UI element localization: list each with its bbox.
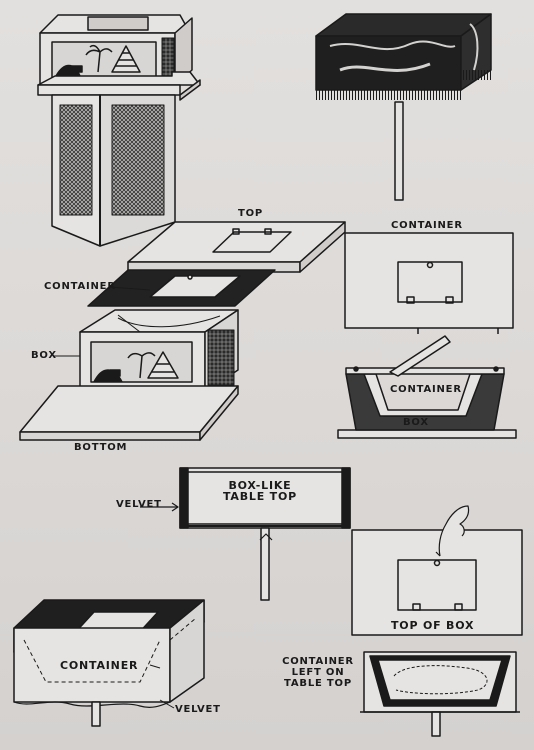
cross-section-view bbox=[337, 335, 517, 439]
label-top: TOP bbox=[238, 208, 264, 219]
label-box-like-table-top: BOX-LIKE TABLE TOP bbox=[195, 480, 325, 502]
top-plan-view bbox=[344, 232, 514, 334]
container-left-on-table-top bbox=[360, 651, 520, 737]
label-velvet-lower: VELVET bbox=[175, 704, 221, 715]
label-container-left-on-table-top: CONTAINER LEFT ON TABLE TOP bbox=[273, 656, 363, 689]
label-box-like-line2: TABLE TOP bbox=[222, 490, 298, 503]
pedestal-stand bbox=[37, 14, 201, 247]
label-container-inner: CONTAINER bbox=[390, 384, 462, 395]
label-box-inner: BOX bbox=[403, 417, 429, 428]
velvet-covered-box bbox=[13, 599, 205, 727]
label-box: BOX bbox=[31, 350, 57, 361]
label-bottom: BOTTOM bbox=[74, 442, 128, 453]
label-container-lower: CONTAINER bbox=[60, 659, 139, 672]
label-box-like-line1: BOX-LIKE bbox=[228, 479, 292, 492]
label-container-side: CONTAINER bbox=[391, 220, 463, 231]
exploded-box bbox=[79, 309, 239, 393]
label-pointer-lines bbox=[53, 286, 161, 669]
label-container-left-line3: TABLE TOP bbox=[284, 678, 352, 689]
label-container-left-line1: CONTAINER bbox=[282, 656, 354, 667]
exploded-container bbox=[87, 269, 276, 307]
exploded-top-panel bbox=[127, 221, 346, 273]
label-top-of-box: TOP OF BOX bbox=[391, 619, 475, 632]
exploded-bottom-panel bbox=[19, 385, 239, 441]
label-container-main: CONTAINER bbox=[44, 281, 116, 292]
box-like-table-top bbox=[140, 467, 351, 601]
label-container-left-line2: LEFT ON bbox=[291, 667, 345, 678]
velvet-table-top bbox=[315, 13, 492, 201]
label-velvet-upper: VELVET bbox=[116, 499, 162, 510]
top-of-box-view bbox=[351, 505, 523, 636]
